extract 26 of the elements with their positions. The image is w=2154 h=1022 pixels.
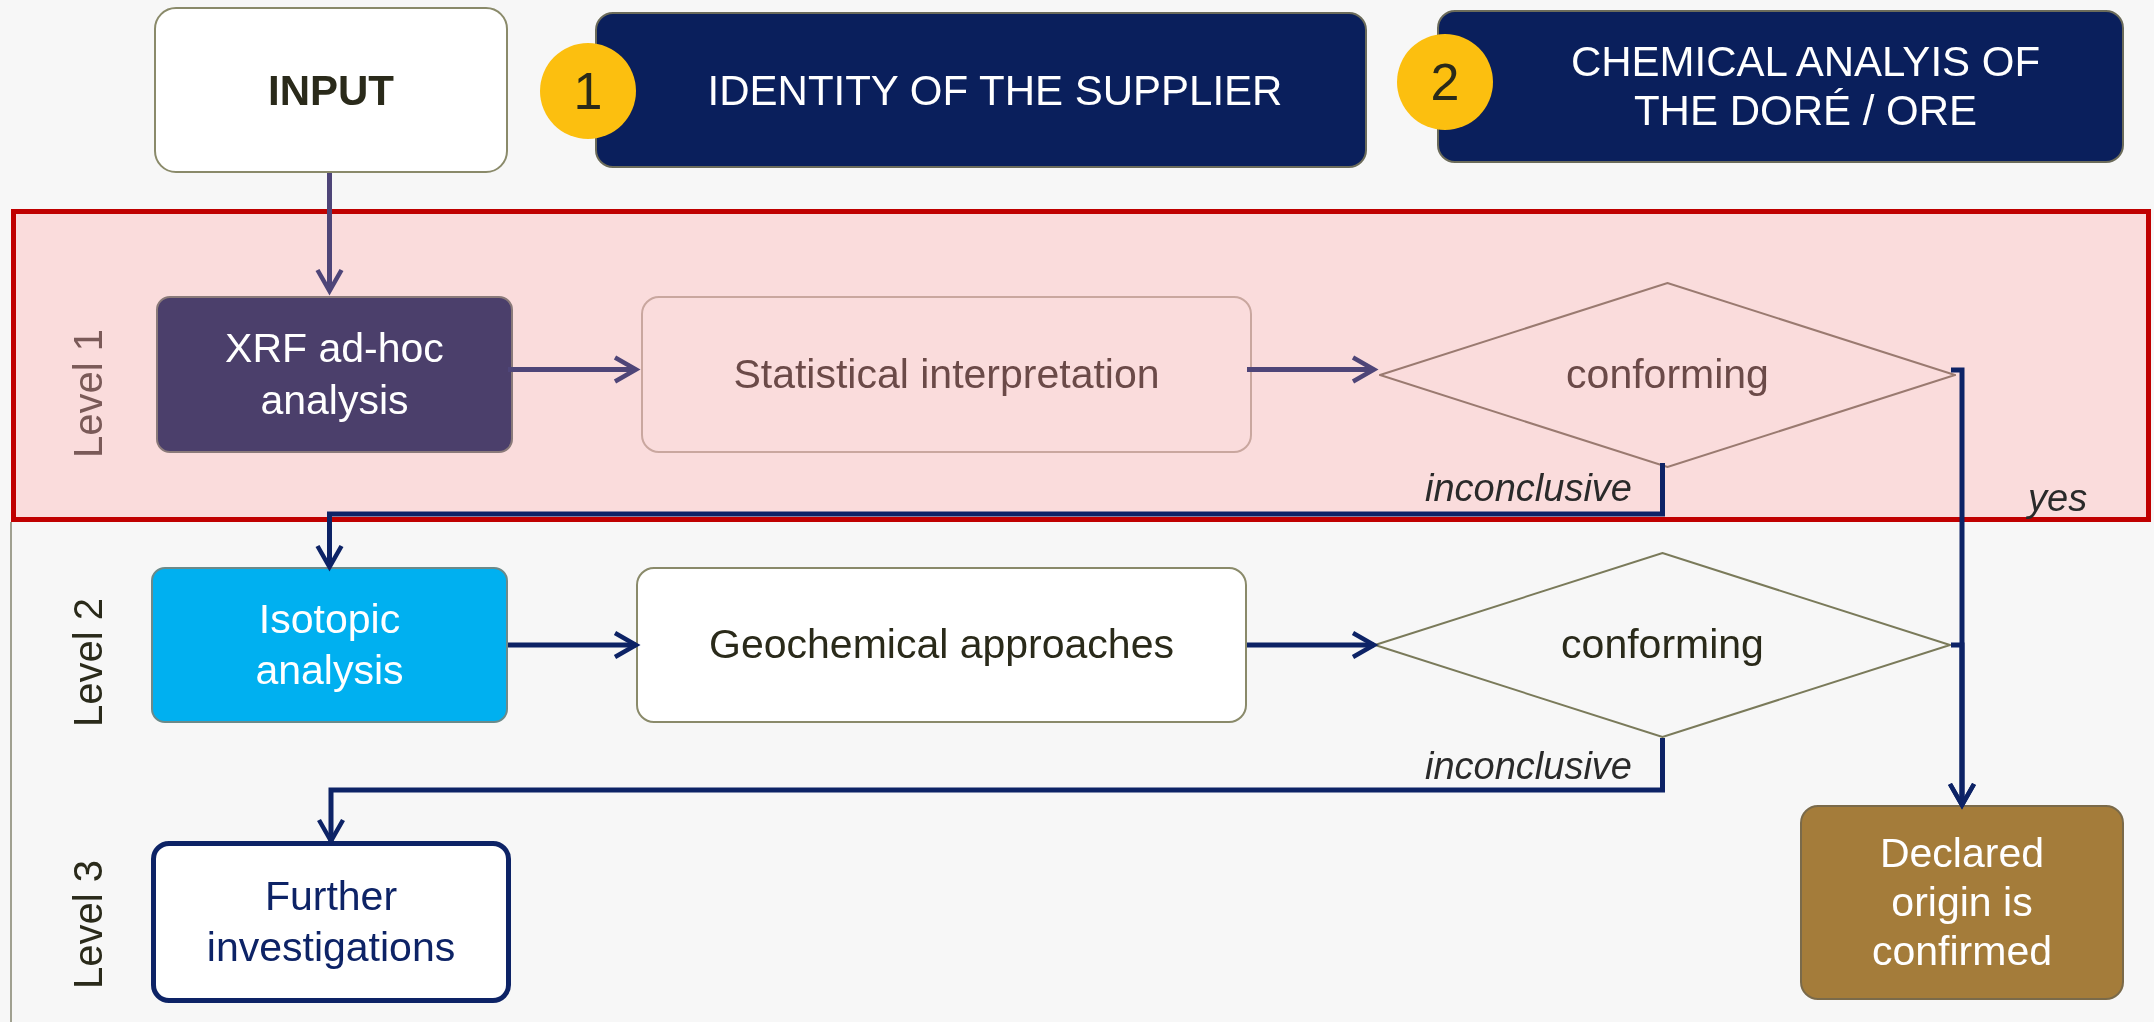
process-box: XRF ad-hoc analysis [156, 296, 513, 453]
node-text: conforming [1561, 620, 1764, 670]
edge-label: yes [2028, 476, 2088, 521]
process-box: Statistical interpretation [641, 296, 1252, 453]
level-label: Level 1 [65, 329, 111, 458]
arrow [1247, 355, 1377, 384]
node-text: conforming [1566, 350, 1769, 400]
number-badge: 1 [540, 43, 636, 139]
process-box: Geochemical approaches [636, 567, 1247, 723]
process-box: Isotopic analysis [151, 567, 508, 723]
arrow [1947, 642, 1977, 808]
arrow [508, 355, 639, 384]
level-band [11, 209, 2151, 522]
arrow [316, 738, 1665, 844]
arrow [508, 630, 639, 660]
arrow [315, 173, 344, 294]
edge-label: inconclusive [1425, 466, 1632, 511]
level-label: Level 2 [65, 598, 111, 727]
result-box: Declared origin is confirmed [1800, 805, 2124, 1000]
edge-label: inconclusive [1425, 744, 1632, 789]
process-box: Further investigations [151, 841, 511, 1003]
number-badge: 2 [1397, 34, 1493, 130]
arrow [315, 463, 1665, 570]
input-box: INPUT [154, 7, 508, 173]
level-label: Level 3 [65, 860, 111, 989]
arrow [1247, 630, 1377, 660]
